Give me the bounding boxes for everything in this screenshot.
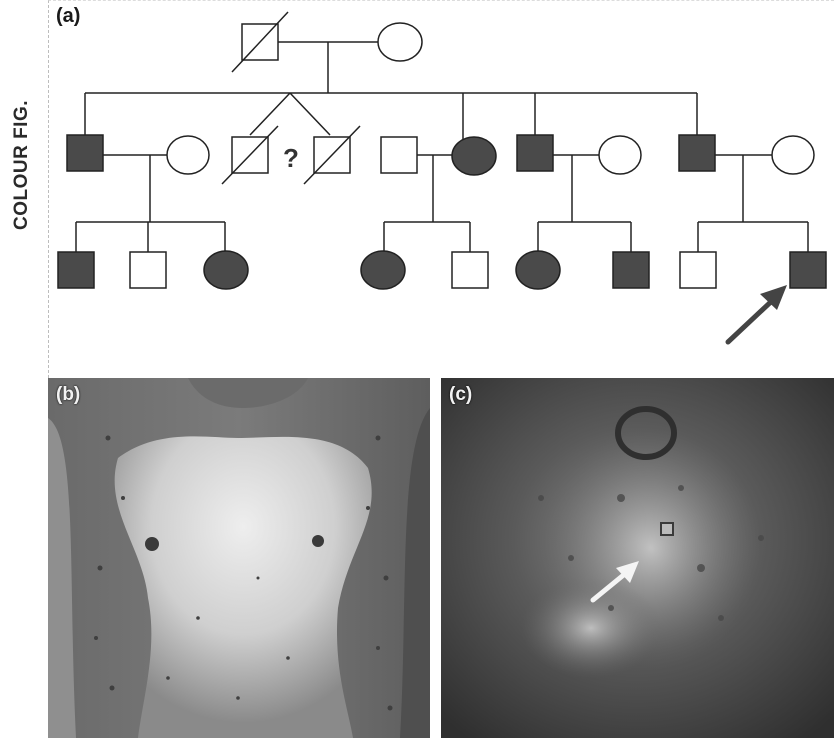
affected-male (679, 135, 715, 171)
affected-female (361, 251, 405, 289)
generation-1 (232, 12, 422, 93)
affected-male (517, 135, 553, 171)
generation-2: ? (67, 126, 814, 222)
panel-label-c: (c) (449, 384, 472, 406)
unaffected-male (381, 137, 417, 173)
affected-male (613, 252, 649, 288)
panel-gap (430, 378, 441, 738)
affected-male (67, 135, 103, 171)
photo-c-image (441, 378, 834, 738)
generation-3-sibship (76, 222, 808, 252)
unaffected-male (130, 252, 166, 288)
panel-label-a: (a) (56, 5, 80, 27)
photo-b-trunk: (b) (48, 378, 430, 738)
proband-affected-male (790, 252, 826, 288)
affected-male (58, 252, 94, 288)
unaffected-female (599, 136, 641, 174)
photo-c-closeup: (c) (441, 378, 834, 738)
generation-3 (58, 251, 826, 289)
panel-label-b: (b) (56, 384, 80, 406)
unaffected-male (680, 252, 716, 288)
affected-female (516, 251, 560, 289)
affected-female (204, 251, 248, 289)
affected-female (452, 137, 496, 175)
unaffected-male (452, 252, 488, 288)
twin-line-right (290, 93, 330, 135)
generation-2-sibship (85, 93, 697, 140)
pedigree-chart: (a) ? (0, 0, 834, 378)
grandmother-circle (378, 23, 422, 61)
unaffected-female (772, 136, 814, 174)
unaffected-female (167, 136, 209, 174)
photo-b-image (48, 378, 430, 738)
twin-line-left (250, 93, 290, 135)
unknown-zygosity-mark: ? (283, 143, 299, 173)
proband-arrow (728, 285, 787, 342)
